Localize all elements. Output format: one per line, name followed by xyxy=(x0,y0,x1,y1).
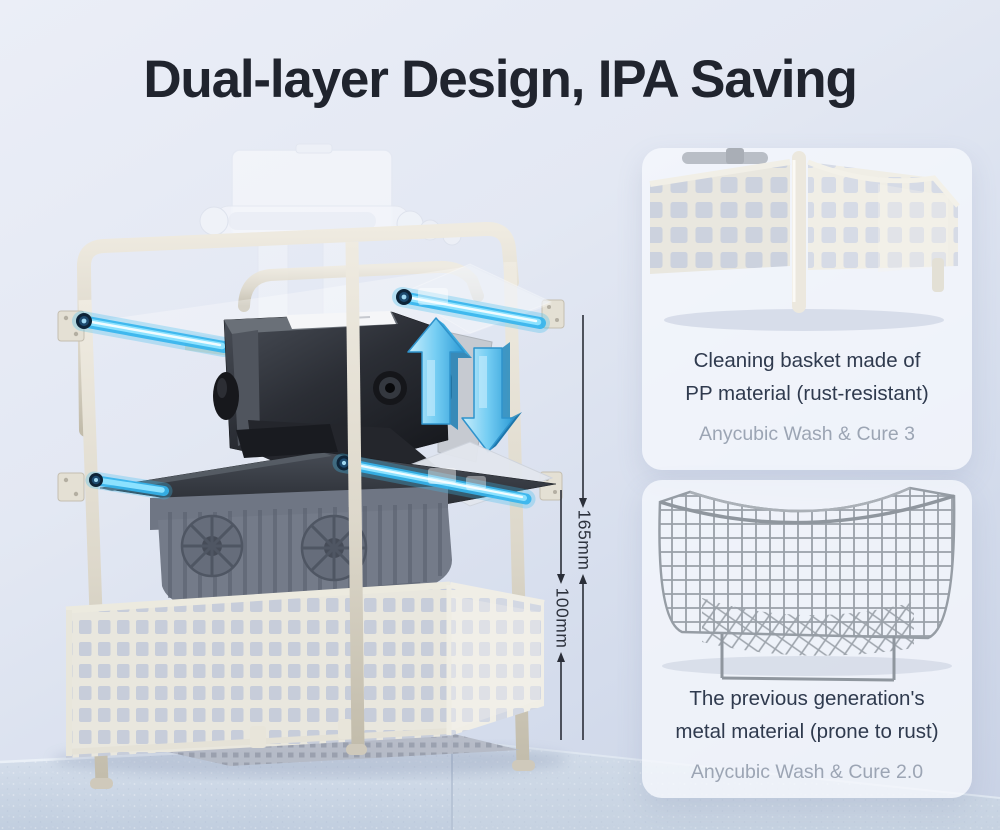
pp-basket-image xyxy=(649,148,960,331)
card-text-block: The previous generation's metal material… xyxy=(642,682,972,784)
card-line-2: metal material (prone to rust) xyxy=(675,720,939,743)
metal-basket-image xyxy=(658,486,956,682)
lower-platform xyxy=(99,424,557,525)
dimension-165mm: 165mm xyxy=(574,315,594,740)
comparison-card-wash-cure-2: The previous generation's metal material… xyxy=(642,480,972,798)
arrow-down-icon xyxy=(461,342,522,453)
card-caption: Anycubic Wash & Cure 2.0 xyxy=(690,761,924,783)
dimension-100mm: 100mm xyxy=(552,490,572,740)
card-text-block: Cleaning basket made of PP material (rus… xyxy=(642,344,972,446)
card-caption: Anycubic Wash & Cure 3 xyxy=(698,423,916,445)
uv-light-tube-upper-right xyxy=(392,287,550,333)
dual-layer-diagram: 165mm 100mm xyxy=(52,143,594,789)
card-line-1: The previous generation's xyxy=(689,687,925,710)
uv-light-tube-lower-right xyxy=(332,453,536,509)
arrow-up-icon xyxy=(407,317,472,430)
card-line-2: PP material (rust-resistant) xyxy=(685,382,929,405)
dimension-165mm-label: 165mm xyxy=(574,510,594,571)
uv-light-tube-upper-left xyxy=(72,311,234,357)
comparison-card-wash-cure-3: Cleaning basket made of PP material (rus… xyxy=(642,148,972,470)
uv-light-tube-lower-left xyxy=(85,471,173,500)
frame-front-posts xyxy=(345,241,367,755)
card-line-1: Cleaning basket made of xyxy=(693,349,921,372)
dimension-100mm-label: 100mm xyxy=(552,588,572,649)
cleaning-basket xyxy=(65,581,545,766)
page-title: Dual-layer Design, IPA Saving xyxy=(143,50,858,109)
